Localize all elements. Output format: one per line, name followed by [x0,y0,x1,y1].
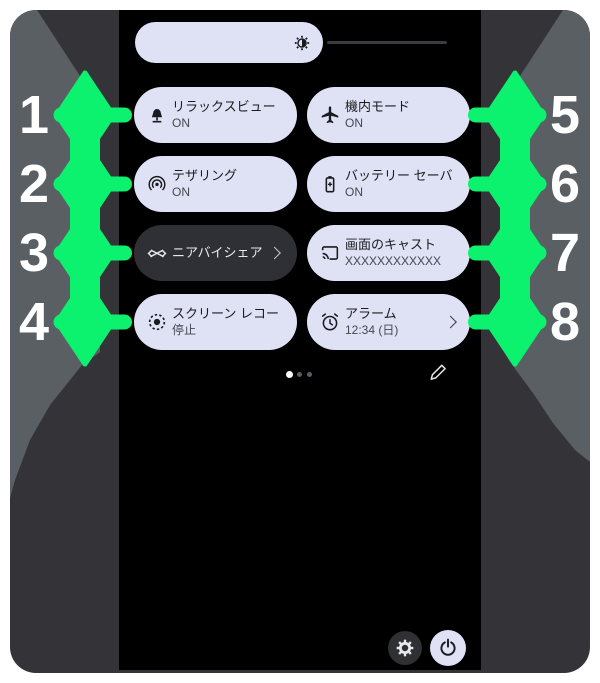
tile-tethering[interactable]: テザリング ON [134,156,297,212]
tile-status: ON [345,116,363,130]
screen-record-icon [148,313,166,331]
callout-number-1: 1 [18,85,50,145]
callout-number-7: 7 [549,223,581,283]
tile-battery-saver[interactable]: バッテリー セーバ ON [307,156,470,212]
tile-status: 停止 [172,323,197,337]
tile-status: XXXXXXXXXXXX [345,254,442,268]
tile-status: ON [172,185,190,199]
tile-relax-view[interactable]: リラックスビュー ON [134,87,297,143]
tile-label: リラックスビュー [172,99,276,114]
callout-number-2: 2 [18,154,50,214]
settings-button[interactable] [388,631,422,665]
callout-number-4: 4 [18,292,50,352]
callout-number-8: 8 [549,292,581,352]
callout-number-3: 3 [18,223,50,283]
tile-status: 12:34 (日) [345,323,399,337]
tile-label: 機内モード [345,99,411,114]
pager-dot [297,372,302,377]
battery-saver-icon [325,176,335,193]
power-icon [440,638,456,656]
tile-label: スクリーン レコー [172,306,279,321]
callout-number-5: 5 [549,85,581,145]
pager-dot [307,372,312,377]
tile-airplane-mode[interactable]: 機内モード ON [307,87,470,143]
relax-view-icon [151,109,163,123]
cast-icon [321,246,339,260]
tethering-icon [148,175,166,191]
callout-number-6: 6 [549,154,581,214]
power-button[interactable] [430,630,466,666]
tile-label: テザリング [172,168,238,183]
airplane-mode-icon [321,106,339,124]
brightness-slider[interactable] [135,22,323,63]
tile-label: 画面のキャスト [345,237,437,252]
alarm-icon [321,313,339,331]
brightness-track[interactable] [327,41,447,44]
tile-screen-cast[interactable]: 画面のキャスト XXXXXXXXXXXX [307,225,470,281]
nearby-share-icon [147,249,167,258]
pager-dot-active [286,371,293,378]
tile-label: アラーム [345,306,397,321]
tile-label: ニアバイシェア [172,245,263,260]
tile-status: ON [172,116,190,130]
tile-label: バッテリー セーバ [345,168,453,183]
gear-icon [396,639,414,657]
tile-screen-record[interactable]: スクリーン レコー 停止 [134,294,297,350]
tile-nearby-share[interactable]: ニアバイシェア [134,225,297,281]
tile-alarm[interactable]: アラーム 12:34 (日) [307,294,470,350]
tile-status: ON [345,185,363,199]
brightness-icon [294,35,310,50]
edit-pencil-icon[interactable] [428,360,448,382]
